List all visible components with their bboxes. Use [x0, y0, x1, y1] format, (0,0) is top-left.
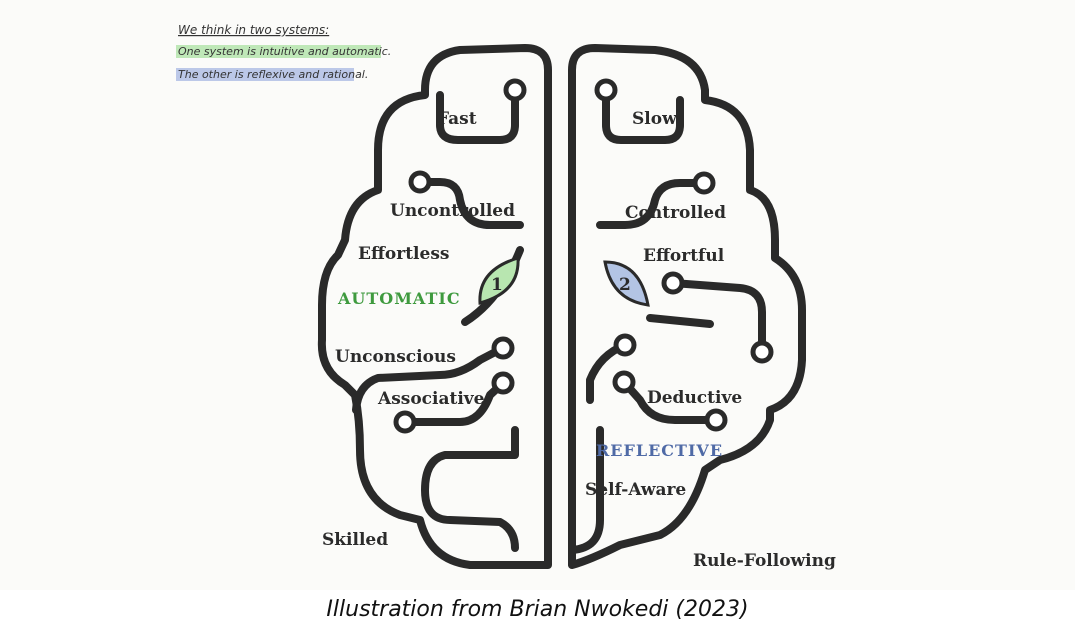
left-fold-bottom [421, 426, 519, 552]
node-effortful-end [750, 340, 774, 364]
node-associative [491, 371, 515, 395]
trait-skilled: Skilled [322, 530, 388, 550]
system2-leaf-icon [603, 260, 650, 307]
node-unconscious [491, 336, 515, 360]
brain-diagram: We think in two systems: One system is i… [176, 23, 836, 571]
right-branch-leaf [646, 314, 714, 328]
intro-line1: One system is intuitive and automatic. [178, 45, 391, 58]
trait-rule-following: Rule-Following [693, 551, 836, 571]
trait-effortless: Effortless [358, 244, 449, 264]
left-fold-top [436, 86, 519, 144]
intro-line2: The other is reflexive and rational. [178, 68, 368, 81]
node-deductive [612, 370, 636, 394]
left-fold-lower [401, 379, 507, 426]
trait-uncontrolled: Uncontrolled [390, 201, 515, 221]
intro-heading: We think in two systems: [178, 23, 329, 37]
system1-leaf-icon [478, 256, 520, 305]
node-effortful [661, 271, 685, 295]
left-fold-middle [352, 344, 507, 414]
trait-associative: Associative [377, 389, 485, 409]
system1-labels: Fast Uncontrolled Effortless AUTOMATIC U… [322, 109, 515, 550]
left-outline [317, 44, 552, 569]
right-fold-upper [596, 179, 708, 229]
node-fast [503, 78, 527, 102]
intro-line1-highlight [176, 45, 381, 58]
system1-name: AUTOMATIC [337, 289, 461, 308]
system2-labels: Slow Controlled Effortful Deductive REFL… [585, 109, 836, 571]
right-fold-bottom [568, 426, 604, 554]
node-associative-end [393, 410, 417, 434]
intro-line2-highlight [176, 68, 354, 81]
figure-caption: Illustration from Brian Nwokedi (2023) [0, 590, 1075, 643]
right-outline [568, 44, 806, 569]
node-uncontrolled [408, 170, 432, 194]
system2-name: REFLECTIVE [596, 441, 723, 460]
right-fold-effort [669, 279, 766, 354]
intro-notes: We think in two systems: One system is i… [176, 23, 391, 81]
trait-slow: Slow [632, 109, 677, 129]
node-reflective [613, 333, 637, 357]
trait-self-aware: Self-Aware [585, 480, 686, 500]
left-fold-upper [416, 178, 524, 229]
system1-number: 1 [491, 275, 503, 295]
right-hemisphere: 2 [568, 44, 806, 569]
trait-effortful: Effortful [643, 246, 725, 266]
right-fold-top [602, 86, 684, 144]
right-fold-lower [620, 378, 720, 424]
left-hemisphere: 1 [317, 44, 552, 569]
system2-number: 2 [619, 275, 631, 295]
trait-deductive: Deductive [647, 388, 742, 408]
node-deductive-end [704, 408, 728, 432]
node-slow [594, 78, 618, 102]
trait-controlled: Controlled [625, 203, 726, 223]
trait-unconscious: Unconscious [335, 347, 456, 367]
trait-fast: Fast [437, 109, 477, 129]
node-controlled [692, 171, 716, 195]
